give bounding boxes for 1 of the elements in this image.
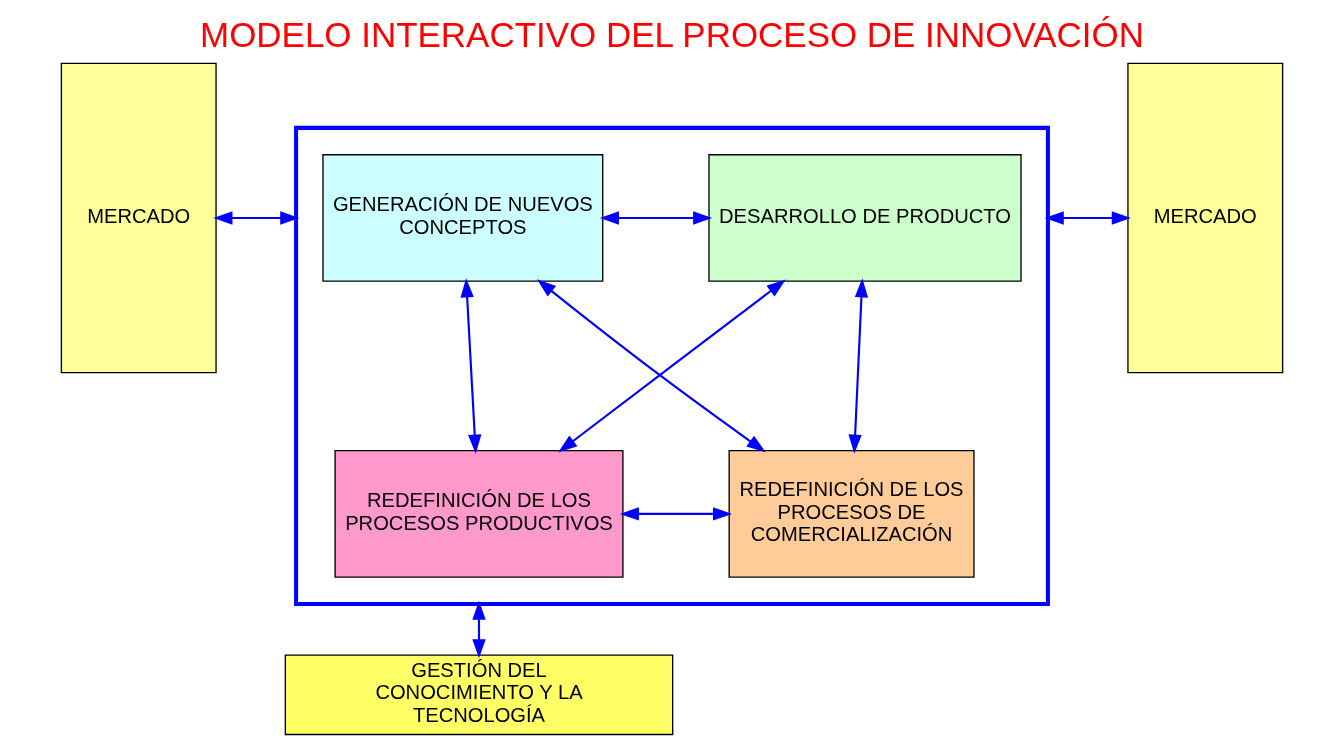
diagram-title: MODELO INTERACTIVO DEL PROCESO DE INNOVACIÓN <box>199 14 1144 54</box>
